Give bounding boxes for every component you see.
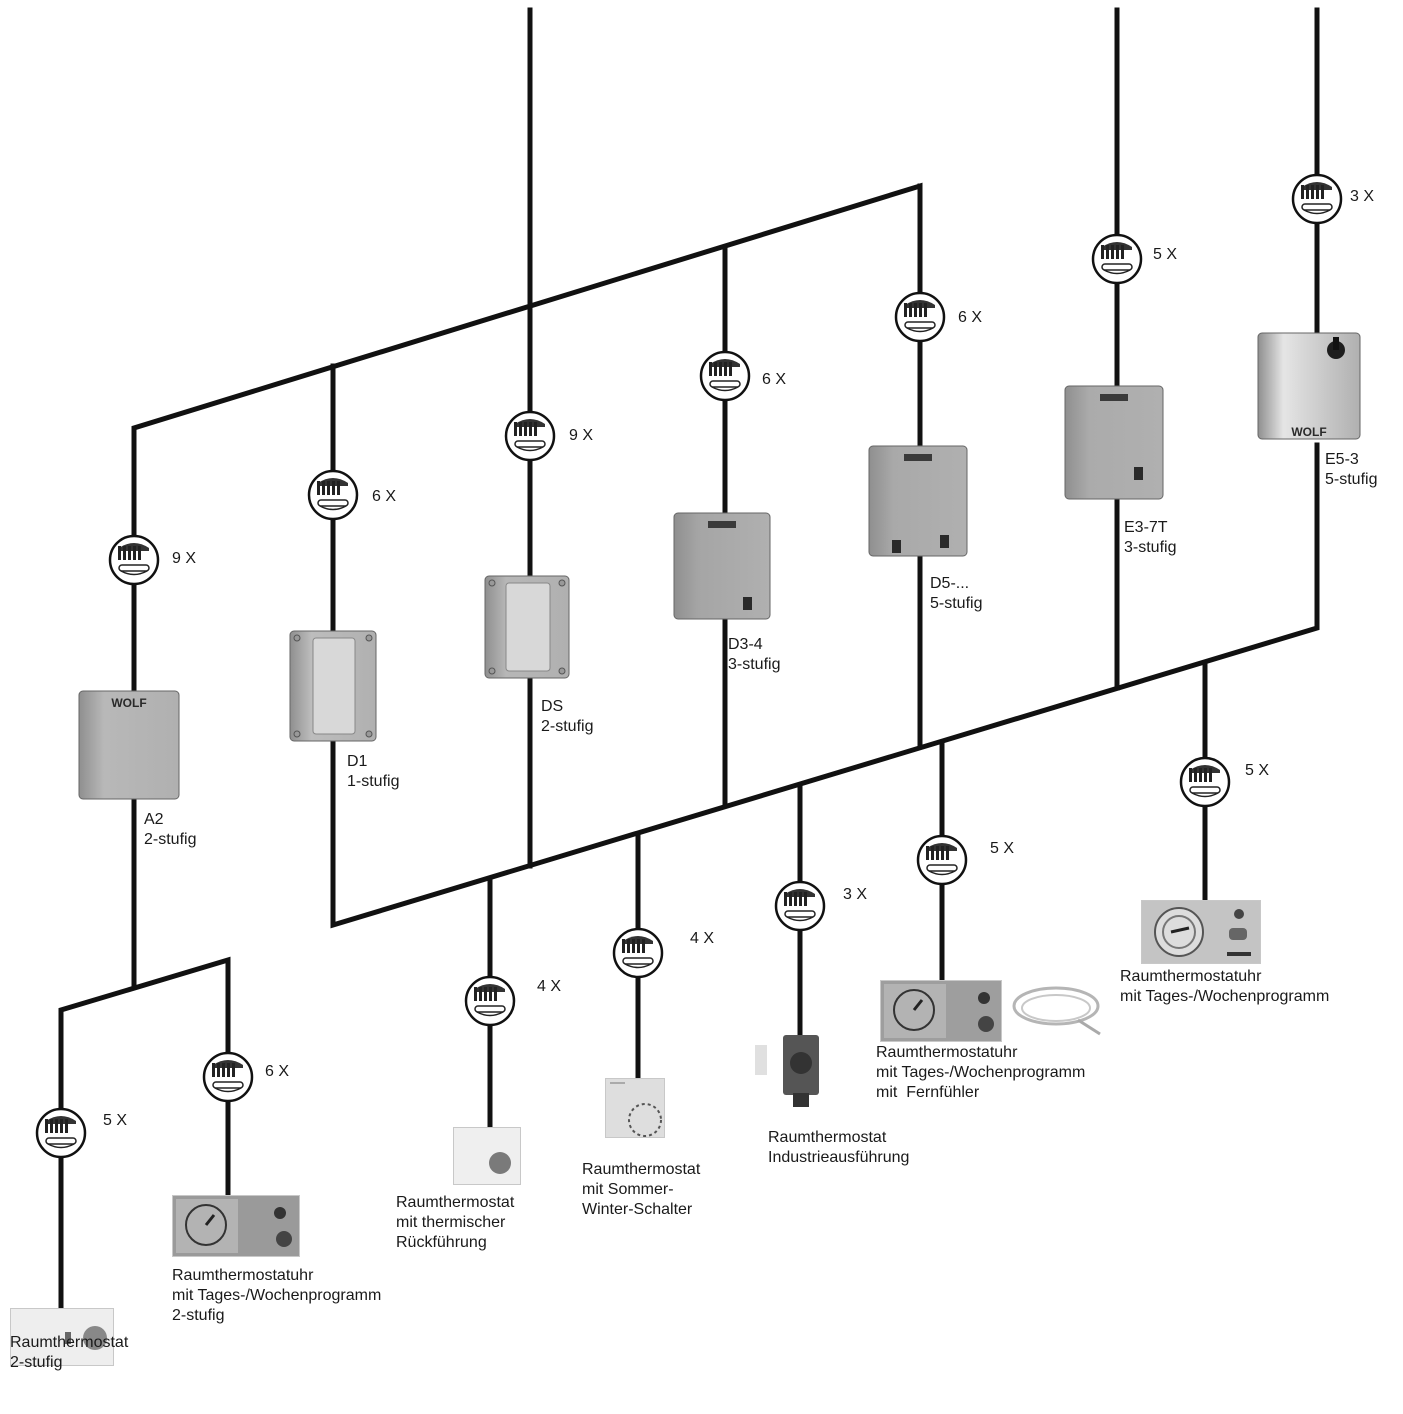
count-label: 3 X [1350, 188, 1375, 205]
controller-stages: 2-stufig [541, 718, 594, 735]
controller-caption: D5-... 5-stufig [930, 574, 982, 614]
thermostat-rt-therm-picture [453, 1127, 521, 1185]
count-label: 6 X [958, 309, 983, 326]
cable-connector-icon [1091, 233, 1143, 290]
thermostat-rt-industrie-picture [755, 1035, 823, 1107]
controller-d34-box [673, 512, 771, 620]
controller-stages: 3-stufig [1124, 539, 1177, 556]
cable-connector-icon [504, 410, 556, 467]
caption-line: Raumthermostat [10, 1334, 129, 1351]
cable-connector-icon [202, 1051, 254, 1108]
caption-line: mit Sommer- [582, 1181, 674, 1198]
controller-stages: 5-stufig [1325, 471, 1378, 488]
caption-line: mit Tages-/Wochenprogramm [876, 1064, 1086, 1081]
count-label: 9 X [569, 427, 594, 444]
controller-ds-box [484, 575, 570, 679]
controller-stages: 3-stufig [728, 656, 781, 673]
thermostat-rtu-fern-picture [880, 980, 1002, 1042]
lower-bus-wire [330, 442, 1320, 929]
thermostat-rt-2stufig-picture [10, 1308, 114, 1366]
count-label: 6 X [762, 371, 787, 388]
caption-line: Raumthermostat [396, 1194, 515, 1211]
count-label: 4 X [537, 978, 562, 995]
remote-sensor-cable-picture [1008, 980, 1104, 1038]
thermostat-caption: Raumthermostatuhr mit Tages-/Wochenprogra… [1120, 967, 1329, 1007]
controller-name: D3-4 [728, 636, 763, 653]
caption-line: mit Fernfühler [876, 1084, 980, 1101]
count-label: 3 X [843, 886, 868, 903]
controller-caption: D3-4 3-stufig [728, 635, 780, 675]
caption-line: Raumthermostat [768, 1129, 887, 1146]
controller-stages: 1-stufig [347, 773, 400, 790]
controller-caption: E3-7T 3-stufig [1124, 518, 1176, 558]
controller-stages: 5-stufig [930, 595, 983, 612]
count-label: 4 X [690, 930, 715, 947]
upper-bus-wire [131, 182, 923, 563]
count-label: 9 X [172, 550, 197, 567]
cable-connector-icon [916, 834, 968, 891]
thermostat-caption: Raumthermostat 2-stufig [10, 1333, 128, 1373]
count-label: 6 X [372, 488, 397, 505]
thermostat-rtu-tages-picture [1141, 900, 1261, 964]
thermostat-caption: Raumthermostatuhr mit Tages-/Wochenprogra… [876, 1043, 1085, 1103]
controller-caption: E5-3 5-stufig [1325, 450, 1377, 490]
caption-line: 2-stufig [172, 1307, 225, 1324]
controller-d5-box [868, 445, 968, 557]
controller-name: E5-3 [1325, 451, 1359, 468]
caption-line: Rückführung [396, 1234, 487, 1251]
cable-connector-icon [774, 880, 826, 937]
controller-e37-box [1064, 385, 1164, 500]
svg-text:WOLF: WOLF [1291, 425, 1326, 439]
cable-connector-icon [1291, 173, 1343, 230]
count-label: 6 X [265, 1063, 290, 1080]
caption-line: 2-stufig [10, 1354, 63, 1371]
controller-d1-box [289, 630, 377, 742]
controller-a2-box: WOLF [78, 690, 180, 800]
caption-line: Industrieausführung [768, 1149, 910, 1166]
count-label: 5 X [103, 1112, 128, 1129]
cable-connector-icon [894, 291, 946, 348]
caption-line: Raumthermostatuhr [876, 1044, 1018, 1061]
svg-text:WOLF: WOLF [111, 696, 146, 710]
caption-line: Raumthermostat [582, 1161, 701, 1178]
caption-line: Winter-Schalter [582, 1201, 693, 1218]
controller-stages: 2-stufig [144, 831, 197, 848]
caption-line: Raumthermostatuhr [172, 1267, 314, 1284]
controller-name: D1 [347, 753, 368, 770]
thermostat-rt-sommer-picture [605, 1078, 665, 1138]
cable-connector-icon [35, 1107, 87, 1164]
controller-name: D5-... [930, 575, 970, 592]
thermostat-caption: Raumthermostatuhr mit Tages-/Wochenprogra… [172, 1266, 381, 1326]
caption-line: mit thermischer [396, 1214, 506, 1231]
count-label: 5 X [1153, 246, 1178, 263]
thermostat-caption: Raumthermostat mit Sommer- Winter-Schalter [582, 1160, 700, 1220]
controller-caption: D1 1-stufig [347, 752, 399, 792]
controller-name: DS [541, 698, 564, 715]
cable-connector-icon [464, 975, 516, 1032]
controller-caption: A2 2-stufig [144, 810, 196, 850]
cable-connector-icon [699, 350, 751, 407]
controller-e53-box: WOLF [1257, 332, 1361, 440]
cable-connector-icon [1179, 756, 1231, 813]
caption-line: mit Tages-/Wochenprogramm [1120, 988, 1330, 1005]
caption-line: mit Tages-/Wochenprogramm [172, 1287, 382, 1304]
count-label: 5 X [1245, 762, 1270, 779]
caption-line: Raumthermostatuhr [1120, 968, 1262, 985]
controller-caption: DS 2-stufig [541, 697, 593, 737]
cable-connector-icon [108, 534, 160, 591]
cable-connector-icon [612, 927, 664, 984]
controller-name: E3-7T [1124, 519, 1168, 536]
count-label: 5 X [990, 840, 1015, 857]
cable-connector-icon [307, 469, 359, 526]
controller-name: A2 [144, 811, 164, 828]
thermostat-rtu-2stufig-picture [172, 1195, 300, 1257]
